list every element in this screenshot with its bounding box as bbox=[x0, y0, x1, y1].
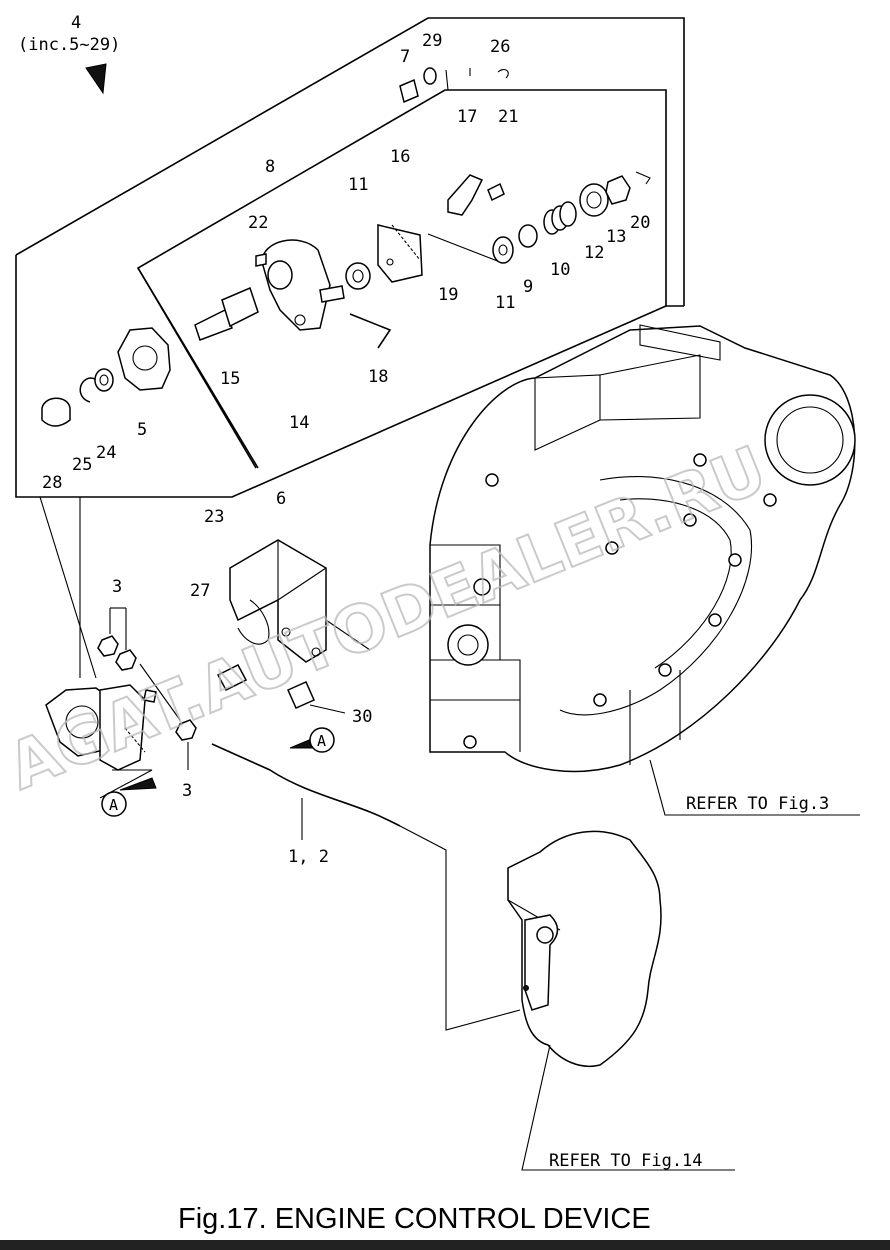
part-5-knob bbox=[117, 327, 171, 391]
part-9-washer bbox=[518, 224, 538, 248]
part-19-rod bbox=[427, 233, 501, 263]
label-22: 22 bbox=[248, 213, 268, 233]
part-29-washer bbox=[423, 67, 437, 85]
part-10-spring bbox=[543, 201, 577, 235]
fig14-leader bbox=[521, 1044, 735, 1171]
part-11-washer-a bbox=[345, 262, 371, 290]
engine-block-side bbox=[507, 830, 662, 1067]
label-15: 15 bbox=[220, 369, 240, 389]
marker-a-upper bbox=[289, 727, 335, 753]
label-19: 19 bbox=[438, 285, 458, 305]
label-21: 21 bbox=[498, 107, 518, 127]
part-28-cap bbox=[41, 397, 71, 427]
label-a-upper: A bbox=[317, 732, 326, 750]
label-18: 18 bbox=[368, 367, 388, 387]
part-17-lever bbox=[447, 174, 484, 216]
bottom-border bbox=[0, 1240, 890, 1250]
marker-a-lower bbox=[99, 769, 157, 817]
label-29: 29 bbox=[422, 31, 442, 51]
part-15-shaft bbox=[194, 286, 259, 341]
figure-caption: Fig.17. ENGINE CONTROL DEVICE bbox=[178, 1203, 651, 1235]
part-30-bolt bbox=[287, 681, 315, 709]
cover-leader bbox=[325, 619, 371, 651]
part-14-lever bbox=[261, 239, 345, 331]
label-11-upper: 11 bbox=[348, 175, 368, 195]
label-3-lower: 3 bbox=[182, 781, 192, 801]
part-18-pin bbox=[349, 313, 392, 349]
part-11-washer-b bbox=[492, 236, 514, 264]
part-3-nut-a bbox=[97, 635, 119, 657]
label-5: 5 bbox=[137, 420, 147, 440]
label-25: 25 bbox=[72, 455, 92, 475]
part-labels: 4 (inc.5~29) 29 7 26 17 21 16 8 11 22 20… bbox=[18, 13, 650, 867]
part-13-nut bbox=[605, 175, 631, 205]
label-28: 28 bbox=[42, 473, 62, 493]
label-assembly-includes: (inc.5~29) bbox=[18, 35, 120, 55]
part-12-collar bbox=[579, 183, 609, 217]
part-16-spring-plate bbox=[377, 224, 423, 283]
label-26: 26 bbox=[490, 37, 510, 57]
frame-leaders bbox=[39, 496, 97, 679]
label-11-lower: 11 bbox=[495, 293, 515, 313]
label-23: 23 bbox=[204, 507, 224, 527]
part-27-bolt bbox=[216, 664, 248, 691]
refer-fig14: REFER TO Fig.14 bbox=[549, 1151, 703, 1171]
part-26-clip bbox=[497, 69, 509, 79]
part-20-cotter-pin bbox=[635, 171, 651, 185]
label-24: 24 bbox=[96, 443, 116, 463]
label-20: 20 bbox=[630, 213, 650, 233]
label-30: 30 bbox=[352, 707, 372, 727]
label-13: 13 bbox=[606, 227, 626, 247]
control-lever-assembly bbox=[45, 684, 157, 771]
part-3-nut-b bbox=[115, 649, 137, 671]
part-21-bolt bbox=[487, 182, 505, 202]
label-assembly-number: 4 bbox=[71, 13, 81, 33]
label-14: 14 bbox=[289, 413, 309, 433]
label-a-lower: A bbox=[109, 796, 118, 814]
part-7-bolt bbox=[399, 78, 419, 104]
label-1-2: 1, 2 bbox=[288, 847, 329, 867]
label-27: 27 bbox=[190, 581, 210, 601]
refer-fig3: REFER TO Fig.3 bbox=[686, 794, 829, 814]
part-24-washer bbox=[94, 368, 114, 392]
label-16: 16 bbox=[390, 147, 410, 167]
part-6-cover bbox=[229, 539, 327, 663]
label-9: 9 bbox=[523, 277, 533, 297]
fig3-leader bbox=[649, 759, 860, 816]
label-6: 6 bbox=[276, 489, 286, 509]
part-3-nut-c bbox=[175, 719, 197, 741]
label-7: 7 bbox=[400, 47, 410, 67]
label-17: 17 bbox=[457, 107, 477, 127]
label-3-upper: 3 bbox=[112, 577, 122, 597]
label-10: 10 bbox=[550, 260, 570, 280]
part-22-screw bbox=[255, 253, 267, 267]
label-12: 12 bbox=[584, 243, 604, 263]
assembly-arrow-icon bbox=[85, 63, 107, 95]
part-1-2-rod bbox=[211, 743, 521, 1031]
assembly-outline bbox=[15, 17, 685, 498]
flywheel-housing bbox=[429, 324, 856, 773]
label-8: 8 bbox=[265, 157, 275, 177]
